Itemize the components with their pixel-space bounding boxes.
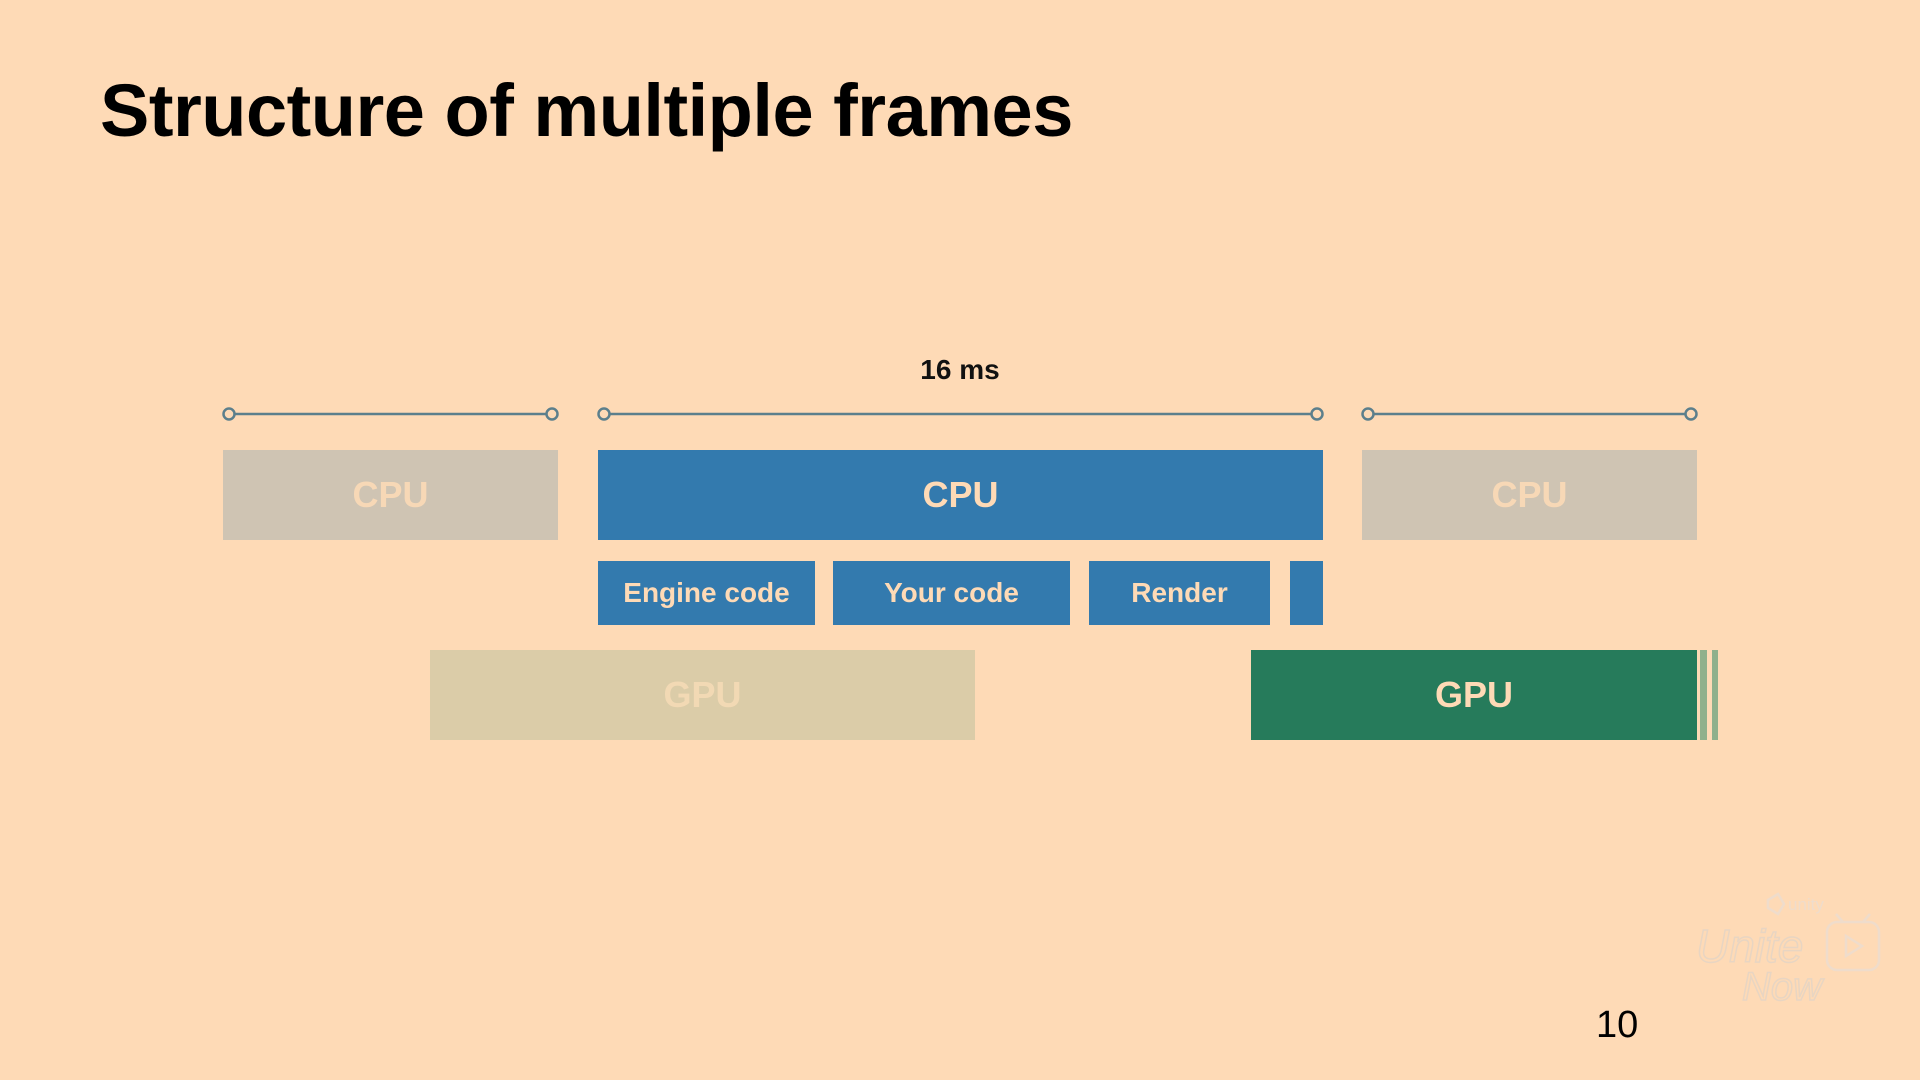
unity-logo-icon bbox=[1766, 892, 1786, 916]
cpu-segment-engine-code: Engine code bbox=[598, 561, 815, 625]
unite-now-logo: unity Unite Now bbox=[1695, 892, 1881, 1010]
frame-duration-label: 16 ms bbox=[920, 354, 1000, 385]
gpu-bar-previous: GPU bbox=[430, 650, 975, 740]
slide-title: Structure of multiple frames bbox=[100, 69, 1073, 152]
gpu-stripe bbox=[1712, 650, 1718, 740]
unite-wordmark: Unite bbox=[1696, 920, 1803, 972]
cpu-segment-render: Render bbox=[1089, 561, 1270, 625]
now-wordmark: Now bbox=[1742, 965, 1825, 1009]
cpu-segment-your-code: Your code bbox=[833, 561, 1070, 625]
cpu-bar-previous: CPU bbox=[223, 450, 558, 540]
timeline-frame-previous bbox=[222, 407, 559, 421]
cpu-bar-next: CPU bbox=[1362, 450, 1697, 540]
cpu-segment-other bbox=[1290, 561, 1323, 625]
timeline-frame-current bbox=[597, 407, 1324, 421]
gpu-bar-current: GPU bbox=[1251, 650, 1697, 740]
unity-wordmark: unity bbox=[1788, 895, 1824, 914]
timeline-frame-next bbox=[1361, 407, 1698, 421]
cpu-bar-current: CPU bbox=[598, 450, 1323, 540]
play-frame-icon bbox=[1825, 920, 1881, 972]
gpu-stripe bbox=[1700, 650, 1707, 740]
page-number: 10 bbox=[1596, 1004, 1639, 1046]
